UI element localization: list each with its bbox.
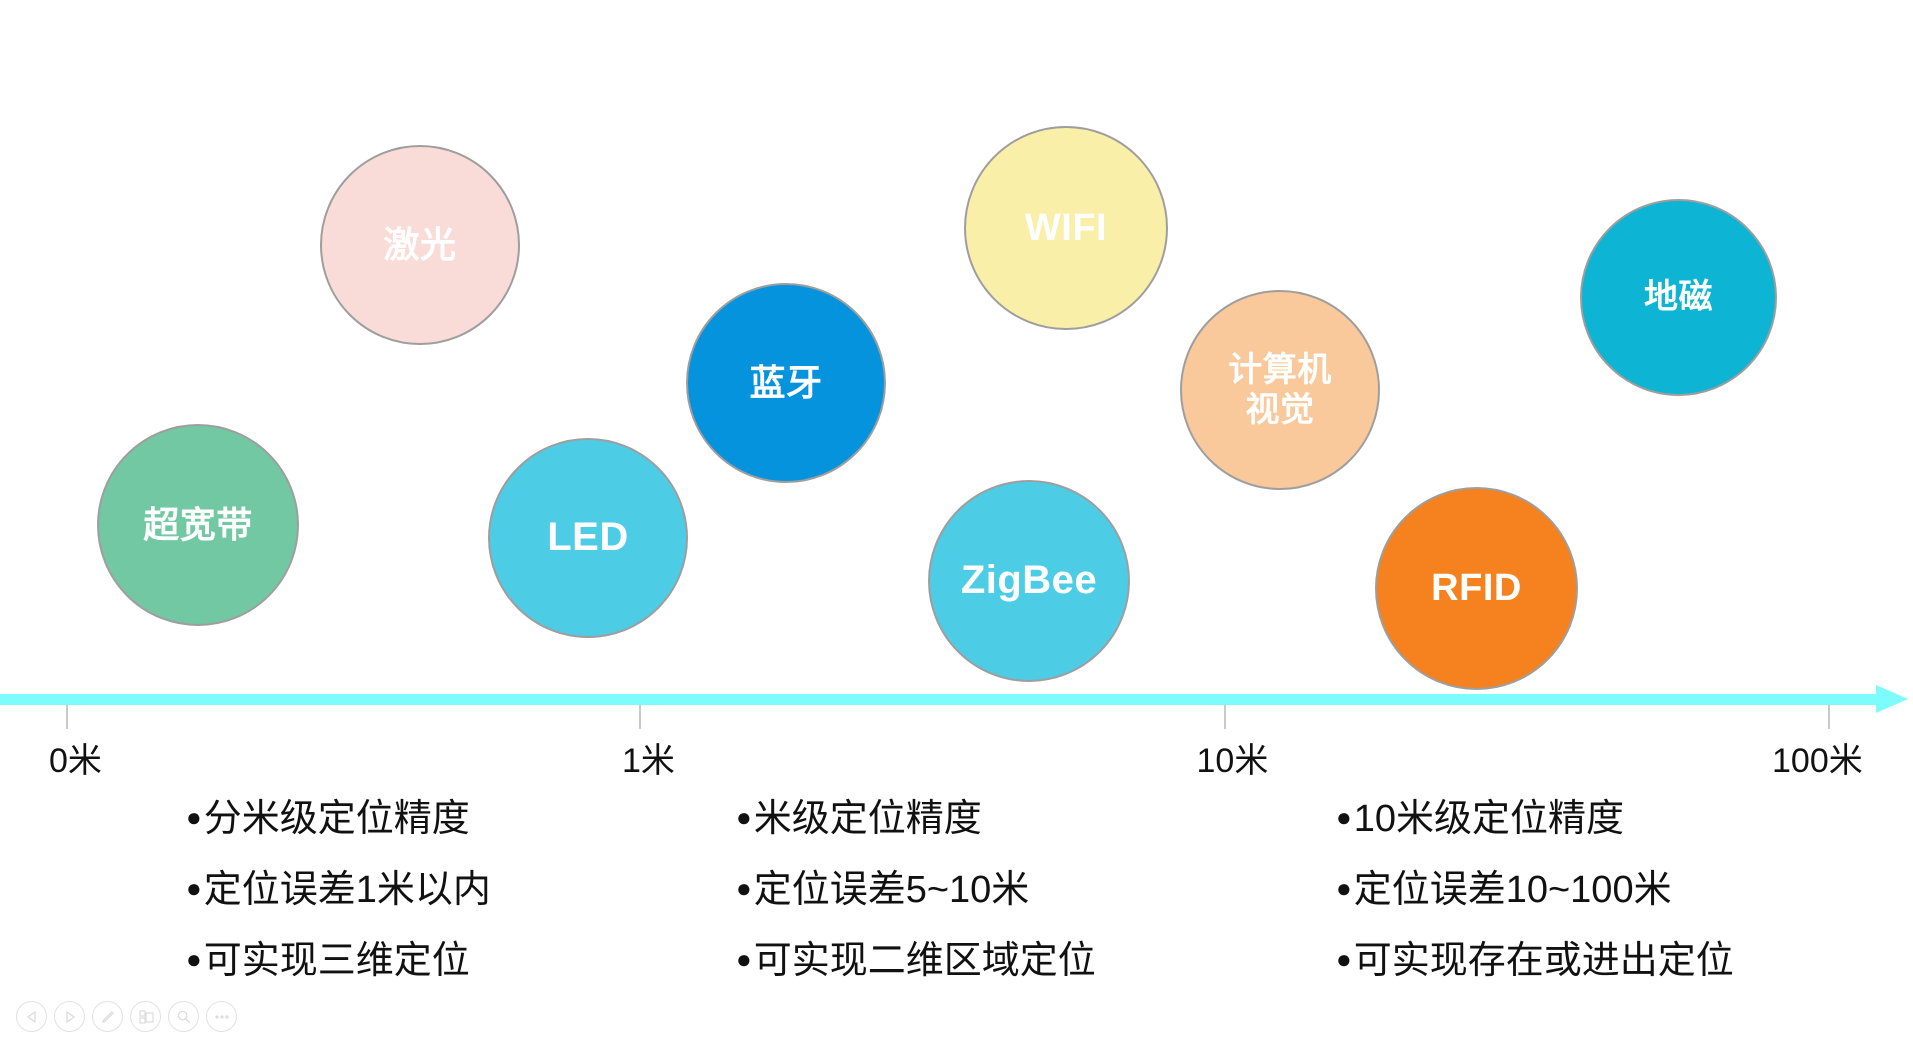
bullet-column-3: ●10米级定位精度●定位误差10~100米●可实现存在或进出定位 [1336,800,1734,1013]
bullet-text: 可实现三维定位 [203,940,470,982]
bullet-column-2: ●米级定位精度●定位误差5~10米●可实现二维区域定位 [736,800,1096,1013]
bullet-marker-icon: ● [186,873,202,903]
bullet-text: 定位误差1米以内 [203,869,491,911]
bullet-item: ●可实现存在或进出定位 [1336,942,1734,980]
bubble-3[interactable]: LED [488,438,688,638]
bullet-marker-icon: ● [1336,944,1352,974]
bubble-label: 激光 [383,223,457,265]
bubble-1[interactable]: 激光 [320,145,520,345]
slide-overview-button[interactable] [130,1001,161,1032]
bubble-4[interactable]: 蓝牙 [686,283,886,483]
bubble-label: ZigBee [960,558,1098,603]
previous-slide-button[interactable] [16,1001,47,1032]
triangle-left-icon [25,1010,39,1024]
pen-icon [100,1009,116,1025]
bubble-label: 蓝牙 [749,361,823,403]
axis-line [0,694,1880,705]
bullet-marker-icon: ● [186,944,202,974]
axis-tick-label: 100米 [1772,742,1863,780]
axis-arrowhead [1876,685,1908,713]
pen-button[interactable] [92,1001,123,1032]
magnifier-icon [176,1009,192,1025]
bubble-6[interactable]: ZigBee [928,480,1130,682]
bubble-label: 地磁 [1644,278,1713,317]
axis-tick [639,705,641,729]
bullet-text: 定位误差5~10米 [753,869,1030,911]
bubble-5[interactable]: WIFI [964,126,1168,330]
axis-tick [1828,705,1830,729]
bullet-text: 米级定位精度 [753,798,982,840]
axis-tick [1224,705,1226,729]
bubble-label: WIFI [1024,206,1108,249]
bullet-marker-icon: ● [736,873,752,903]
bullet-marker-icon: ● [736,944,752,974]
grid-icon [138,1009,154,1025]
bullet-column-1: ●分米级定位精度●定位误差1米以内●可实现三维定位 [186,800,491,1013]
bullet-text: 10米级定位精度 [1353,798,1624,840]
bubble-label: LED [547,515,629,560]
ellipsis-icon [213,1013,231,1021]
bullet-item: ●定位误差1米以内 [186,871,491,909]
next-slide-button[interactable] [54,1001,85,1032]
bullet-item: ●可实现二维区域定位 [736,942,1096,980]
bubble-9[interactable]: 地磁 [1580,199,1777,396]
bubble-7[interactable]: 计算机视觉 [1180,290,1380,490]
bullet-text: 定位误差10~100米 [1353,869,1672,911]
bubble-8[interactable]: RFID [1375,487,1578,690]
bubble-label: 计算机视觉 [1228,350,1332,429]
bullet-text: 可实现存在或进出定位 [1353,940,1734,982]
bullet-marker-icon: ● [186,802,202,832]
zoom-button[interactable] [168,1001,199,1032]
bullet-item: ●可实现三维定位 [186,942,491,980]
bullet-text: 分米级定位精度 [203,798,470,840]
bullet-item: ●10米级定位精度 [1336,800,1734,838]
more-options-button[interactable] [206,1001,237,1032]
bullet-item: ●米级定位精度 [736,800,1096,838]
bullet-item: ●定位误差5~10米 [736,871,1096,909]
triangle-right-icon [63,1010,77,1024]
axis-tick-label: 1米 [622,742,675,780]
bullet-item: ●分米级定位精度 [186,800,491,838]
bubble-2[interactable]: 超宽带 [97,424,299,626]
bubble-label: 超宽带 [143,503,253,545]
bullet-marker-icon: ● [1336,802,1352,832]
bullet-marker-icon: ● [736,802,752,832]
bubble-label: RFID [1431,567,1522,610]
axis-tick-label: 10米 [1196,742,1269,780]
bullet-marker-icon: ● [1336,873,1352,903]
slideshow-toolbar[interactable] [16,1001,237,1032]
bullet-item: ●定位误差10~100米 [1336,871,1734,909]
bullet-text: 可实现二维区域定位 [753,940,1096,982]
axis-tick [66,705,68,729]
axis-tick-label: 0米 [49,742,102,780]
